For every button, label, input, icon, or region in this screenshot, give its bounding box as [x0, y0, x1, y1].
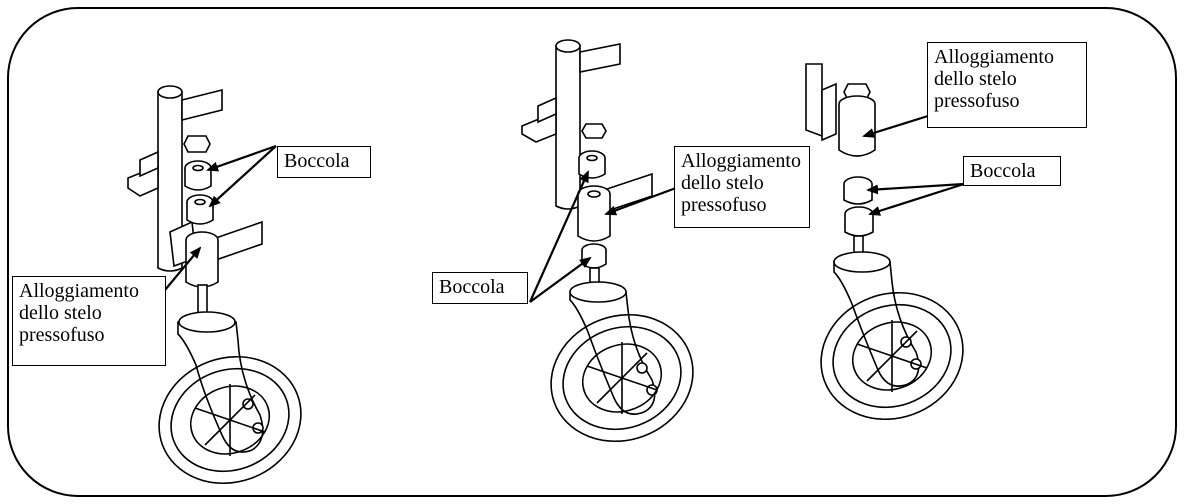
label-middle-housing: Alloggiamento dello stelo pressofuso	[674, 146, 810, 228]
rounded-border	[7, 7, 1177, 497]
leader-arrows	[164, 114, 965, 303]
arrow-right-housing	[862, 114, 929, 138]
label-right-housing: Alloggiamento dello stelo pressofuso	[927, 42, 1087, 128]
label-left-housing: Alloggiamento dello stelo pressofuso	[12, 276, 166, 366]
arrow-left-bushing-top	[206, 144, 277, 172]
arrow-middle-bushing-bottom	[529, 256, 592, 303]
arrow-left-housing	[164, 246, 202, 291]
caster-assembly-middle	[521, 39, 694, 443]
label-middle-bushing: Boccola	[432, 272, 528, 304]
arrow-right-bushing-top	[866, 182, 965, 195]
arrow-right-bushing-bottom	[868, 182, 965, 216]
arrow-middle-bushing-top	[528, 170, 590, 303]
caster-assembly-right	[805, 63, 964, 421]
label-left-bushing: Boccola	[277, 146, 371, 178]
label-right-bushing: Boccola	[963, 156, 1061, 186]
arrow-middle-housing	[604, 186, 677, 216]
caster-assembly-left	[127, 85, 302, 485]
arrow-left-bushing-bottom	[208, 145, 277, 208]
